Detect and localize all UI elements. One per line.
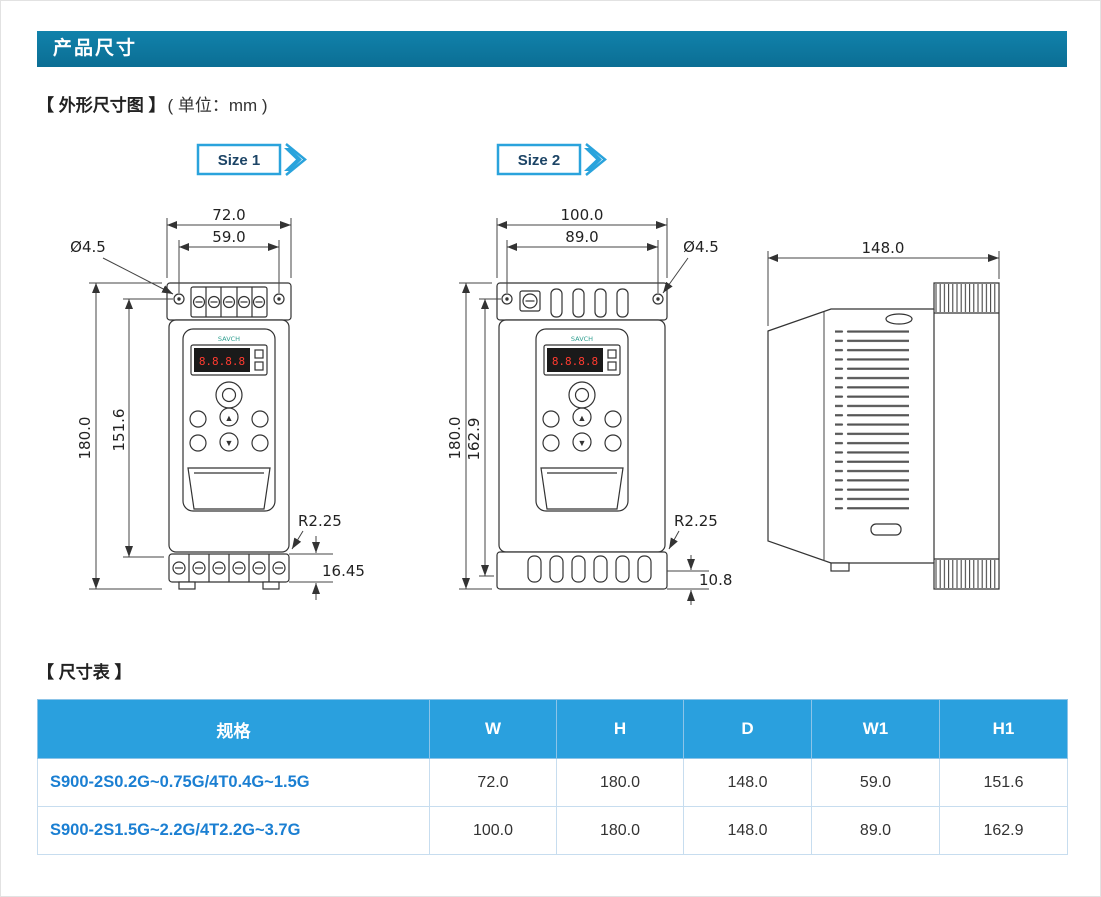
dim-size1-radius: R2.25 [298,512,342,530]
col-header-spec: 规格 [37,699,430,759]
size1-badge: Size 1 [196,141,326,184]
size2-front-view: SAVCH 8.8.8.8 ▲ ▼ [496,282,668,590]
keypad-button [251,410,269,428]
value-cell: 151.6 [939,758,1068,807]
value-cell: 148.0 [683,806,812,855]
value-cell: 148.0 [683,758,812,807]
heatsink-fins-bottom [935,560,998,588]
seven-segment-display [194,348,250,372]
unit-note: ( 单位：mm ) [167,96,268,115]
dim-size2-overall-height: 180.0 [446,417,464,460]
value-cell: 59.0 [811,758,940,807]
heatsink-fins-top [935,284,998,312]
display-digits: 8.8.8.8 [552,355,598,368]
brand-logo: SAVCH [571,335,593,343]
size2-badge-label: Size 2 [518,152,561,169]
dim-size2-radius: R2.25 [674,512,718,530]
brand-logo: SAVCH [218,335,240,343]
keypad-button [604,410,622,428]
size1-dimensions: 72.0 59.0 Ø4.5 180.0 151.6 R2.25 [70,206,365,600]
dim-size1-mount-width: 59.0 [212,228,245,246]
side-dimensions: 148.0 [767,239,1000,326]
up-button [572,407,592,427]
seven-segment-display [547,348,603,372]
spec-cell: S900-2S1.5G~2.2G/4T2.2G~3.7G [37,806,430,855]
dimension-table: 规格 W H D W1 H1 S900-2S0.2G~0.75G/4T0.4G~… [37,699,1068,855]
keypad-button [604,434,622,452]
keypad-button [251,434,269,452]
value-cell: 89.0 [811,806,940,855]
svg-text:▼: ▼ [578,438,587,448]
section-header-bar: 产品尺寸 [37,31,1067,67]
vent-louvers [835,330,909,516]
keypad-button [542,434,560,452]
chevron-icon [284,148,302,171]
keypad-button [189,410,207,428]
chevron-icon [585,143,607,176]
page-title: 产品尺寸 [53,38,138,59]
value-cell: 180.0 [556,806,684,855]
down-button [572,432,592,452]
col-header-h: H [556,699,684,759]
size1-front-view: SAVCH 8.8.8.8 ▲ ▼ [166,282,292,590]
dim-size2-mount-width: 89.0 [565,228,598,246]
table-header-row: 规格 W H D W1 H1 [37,699,1068,759]
table-row: S900-2S1.5G~2.2G/4T2.2G~3.7G 100.0 180.0… [37,806,1068,855]
value-cell: 100.0 [429,806,557,855]
keypad-button [189,434,207,452]
dimension-table-title: 【 尺寸表 】 [37,663,132,682]
col-header-h1: H1 [939,699,1068,759]
dim-size2-hole: Ø4.5 [683,238,719,256]
svg-text:▲: ▲ [225,413,234,423]
up-button [219,407,239,427]
dim-side-depth: 148.0 [862,239,905,257]
svg-text:▲: ▲ [578,413,587,423]
dim-size1-overall-width: 72.0 [212,206,245,224]
display-digits: 8.8.8.8 [199,355,245,368]
outline-title-text: 【 外形尺寸图 】 [37,96,166,115]
value-cell: 72.0 [429,758,557,807]
chevron-icon [285,143,307,176]
size1-badge-label: Size 1 [218,152,261,169]
size2-badge-box [496,143,582,176]
dim-size1-overall-height: 180.0 [76,417,94,460]
outline-drawing-title: 【 外形尺寸图 】( 单位：mm ) [37,91,268,116]
drawing-area: Size 1 Size 2 [31,133,1071,658]
chevron-icon [584,148,602,171]
keypad-button [542,410,560,428]
dim-size1-mount-height: 151.6 [110,409,128,452]
down-button [219,432,239,452]
dimension-drawing: SAVCH 8.8.8.8 ▲ ▼ [70,206,1000,605]
col-header-d: D [683,699,812,759]
dim-size2-mount-height: 162.9 [465,418,483,461]
spec-cell: S900-2S0.2G~0.75G/4T0.4G~1.5G [37,758,430,807]
table-row: S900-2S0.2G~0.75G/4T0.4G~1.5G 72.0 180.0… [37,758,1068,807]
value-cell: 162.9 [939,806,1068,855]
dim-size1-hole: Ø4.5 [70,238,106,256]
col-header-w: W [429,699,557,759]
svg-text:▼: ▼ [225,438,234,448]
dim-size1-bottom: 16.45 [322,562,365,580]
value-cell: 180.0 [556,758,684,807]
size1-badge-box [196,143,282,176]
col-header-w1: W1 [811,699,940,759]
side-view [767,282,1000,590]
dim-size2-overall-width: 100.0 [561,206,604,224]
size2-badge: Size 2 [496,141,626,184]
dim-size2-bottom: 10.8 [699,571,732,589]
handle-cutout [885,313,913,325]
size2-dimensions: 100.0 89.0 Ø4.5 180.0 162.9 R2.25 [446,206,732,605]
